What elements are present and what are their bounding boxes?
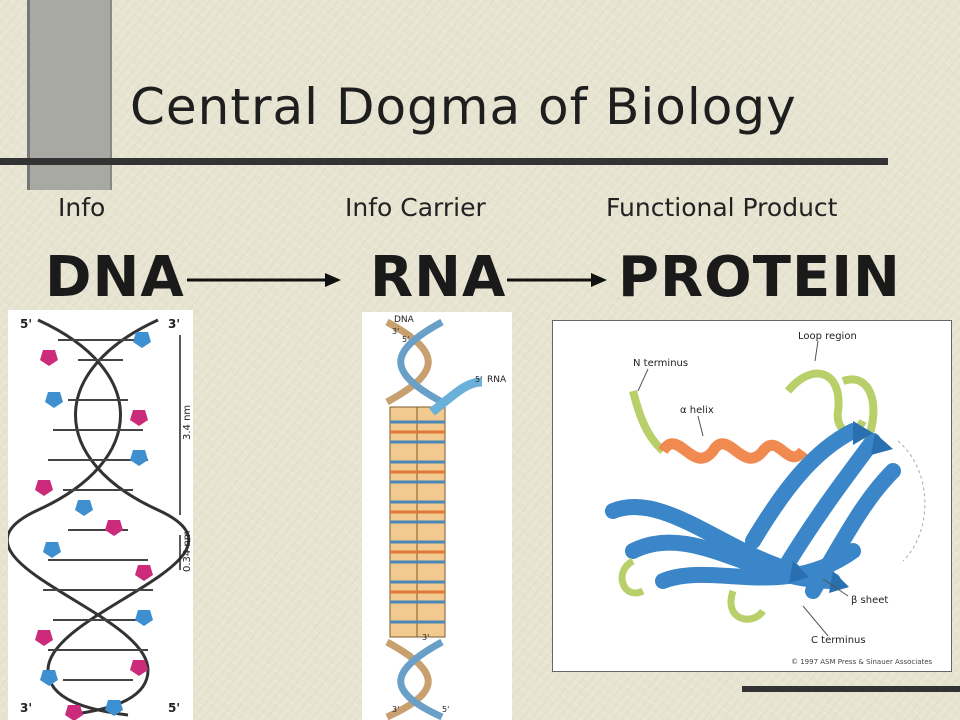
protein-ribbon-drawing: N terminus Loop region α helix β sheet C… xyxy=(605,331,933,666)
annotation-n-terminus: N terminus xyxy=(633,358,688,369)
label-info-carrier: Info Carrier xyxy=(345,193,486,222)
dna-end-label-top-left: 5' xyxy=(20,317,32,331)
dna-end-label-bottom-right: 5' xyxy=(168,701,180,715)
label-functional-product: Functional Product xyxy=(606,193,838,222)
dna-double-helix-figure: 5' 3' 3' 5' 3.4 nm 0.34 nm xyxy=(8,310,193,720)
dna-helix-drawing: 5' 3' 3' 5' 3.4 nm 0.34 nm xyxy=(8,317,193,720)
rna-transcription-figure: DNA RNA 3' 5' 5' 3' 3' 5' xyxy=(362,312,512,720)
annotation-alpha-helix: α helix xyxy=(680,405,714,416)
dna-end-label-bottom-left: 3' xyxy=(20,701,32,715)
dna-to-rna-arrow xyxy=(187,273,341,287)
slide-title: Central Dogma of Biology xyxy=(130,78,797,136)
rna-end-label-3: 5' xyxy=(475,375,482,384)
rna-end-label-6: 5' xyxy=(442,705,449,714)
protein-ribbon-figure: N terminus Loop region α helix β sheet C… xyxy=(552,320,952,672)
term-rna: RNA xyxy=(370,245,507,310)
rna-figure-dna-label: DNA xyxy=(394,315,415,325)
dna-rise-label: 0.34 nm xyxy=(182,530,193,572)
dna-pitch-label: 3.4 nm xyxy=(182,405,193,440)
rna-figure-rna-label: RNA xyxy=(487,375,507,385)
term-dna: DNA xyxy=(45,245,185,310)
bottom-corner-rule xyxy=(742,686,960,692)
annotation-beta-sheet: β sheet xyxy=(851,595,888,606)
figure-credit: © 1997 ASM Press & Sinauer Associates xyxy=(791,658,933,666)
dna-end-label-top-right: 3' xyxy=(168,317,180,331)
rna-to-protein-arrow xyxy=(507,273,607,287)
title-underline-rule xyxy=(0,158,888,165)
rna-end-label-2: 5' xyxy=(402,335,409,344)
annotation-c-terminus: C terminus xyxy=(811,635,866,646)
label-info: Info xyxy=(58,193,106,222)
rna-end-label-4: 3' xyxy=(422,633,429,642)
annotation-loop-region: Loop region xyxy=(798,331,857,342)
rna-end-label-1: 3' xyxy=(392,327,399,336)
rna-end-label-5: 3' xyxy=(392,705,399,714)
term-protein: PROTEIN xyxy=(618,245,901,310)
rna-transcription-drawing: DNA RNA 3' 5' 5' 3' 3' 5' xyxy=(385,315,507,720)
